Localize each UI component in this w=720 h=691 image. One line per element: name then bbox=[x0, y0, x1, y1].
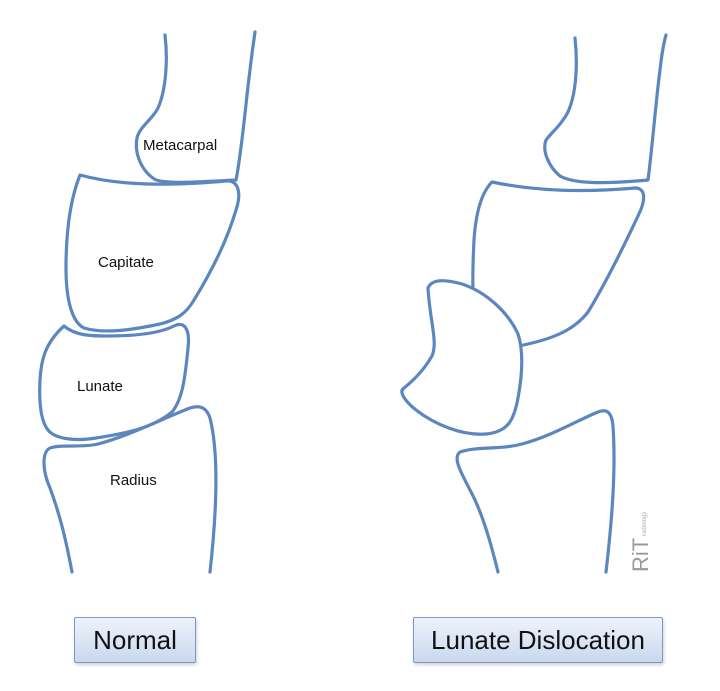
radius-bone-dislocation bbox=[455, 409, 616, 574]
dislocation-caption: Lunate Dislocation bbox=[413, 617, 663, 663]
rit-watermark-text: RiT bbox=[628, 538, 653, 572]
radius-bone-normal bbox=[42, 405, 218, 574]
normal-caption: Normal bbox=[74, 617, 196, 663]
rit-watermark: RiT radiology bbox=[628, 512, 653, 572]
metacarpal-bone-normal bbox=[134, 30, 257, 184]
normal-wrist: Metacarpal Capitate Lunate Radius bbox=[38, 30, 257, 574]
lunate-bone-normal bbox=[38, 322, 191, 442]
radius-label: Radius bbox=[110, 472, 157, 489]
lunate-bone-dislocation bbox=[400, 279, 524, 436]
lunate-label: Lunate bbox=[77, 378, 123, 395]
metacarpal-label: Metacarpal bbox=[143, 137, 217, 154]
capitate-bone-dislocation bbox=[471, 180, 646, 348]
dislocation-caption-text: Lunate Dislocation bbox=[431, 624, 645, 655]
dislocation-wrist bbox=[400, 33, 668, 574]
normal-caption-text: Normal bbox=[93, 624, 177, 655]
capitate-bone-normal bbox=[64, 173, 241, 333]
metacarpal-bone-dislocation bbox=[543, 33, 668, 185]
capitate-label: Capitate bbox=[98, 254, 154, 271]
rit-watermark-subtext: radiology bbox=[642, 512, 648, 536]
